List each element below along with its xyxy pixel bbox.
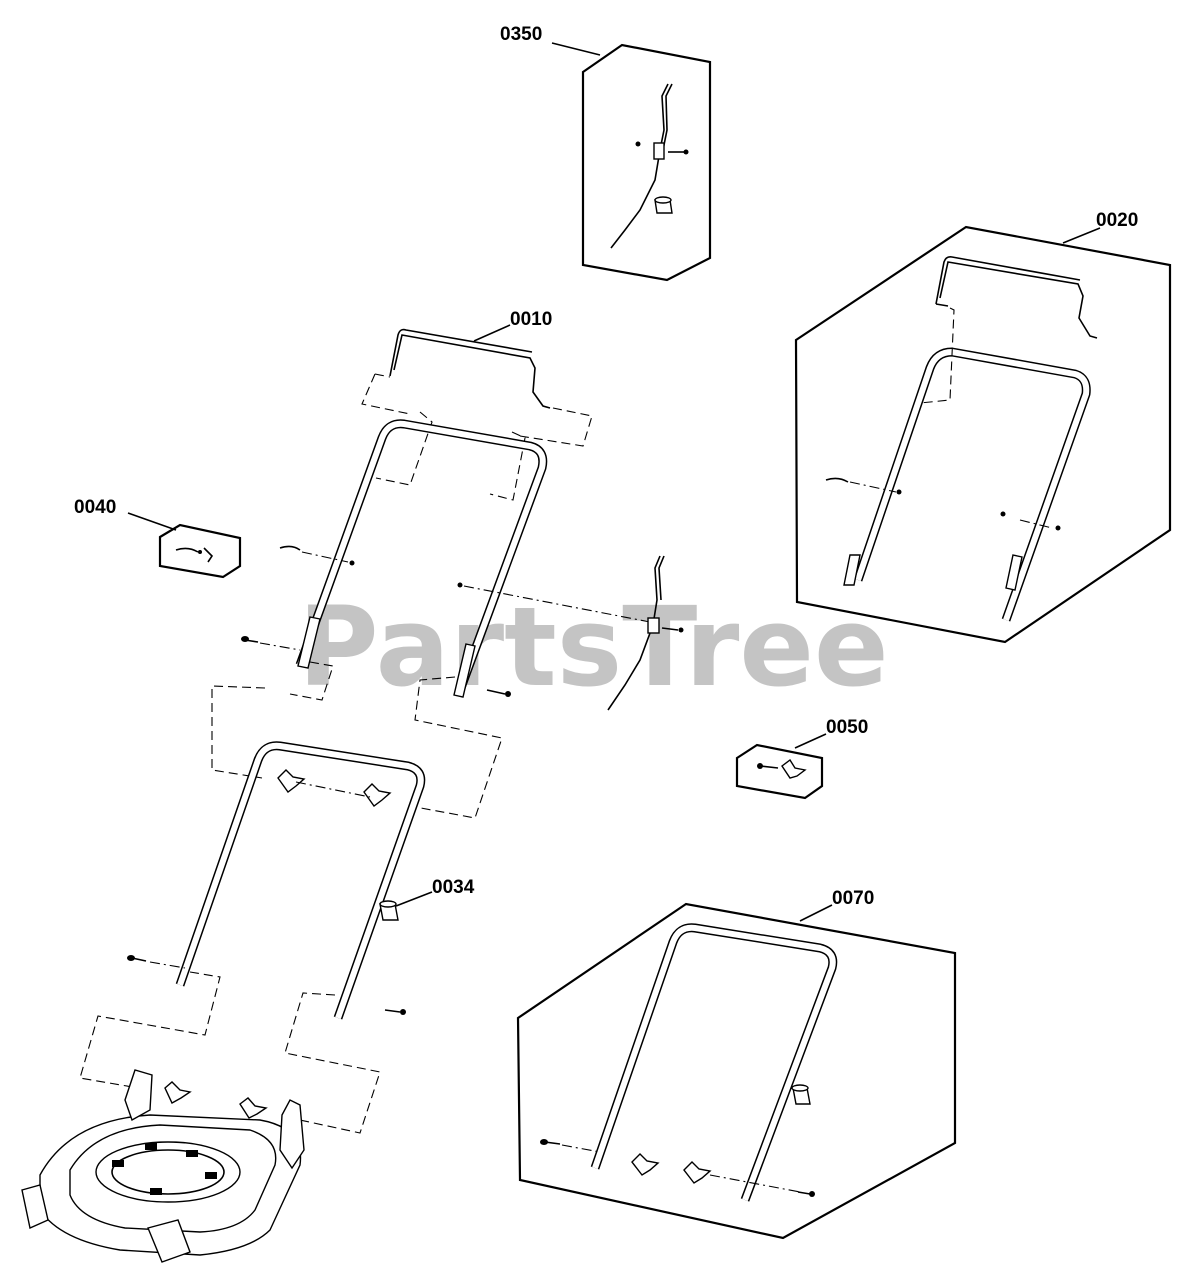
leader-0350 [551, 42, 601, 56]
callout-0350[interactable]: 0350 [500, 24, 542, 45]
kit-box-0070[interactable] [516, 902, 957, 1240]
leader-0010 [473, 324, 511, 342]
callout-0010[interactable]: 0010 [510, 309, 552, 330]
callout-0020[interactable]: 0020 [1096, 210, 1138, 231]
leader-0070 [799, 904, 833, 922]
lower-handle-assembly[interactable] [79, 661, 503, 1134]
callout-0034[interactable]: 0034 [432, 877, 475, 898]
upper-handle-assembly-0010[interactable] [241, 328, 651, 698]
kit-box-0020[interactable] [794, 225, 1172, 644]
callout-0040[interactable]: 0040 [74, 497, 116, 518]
leader-0040 [127, 512, 177, 531]
leader-0034 [395, 891, 433, 907]
kit-box-0050[interactable] [735, 743, 824, 800]
callout-0070[interactable]: 0070 [832, 888, 874, 909]
kit-box-0350[interactable] [581, 43, 712, 282]
callout-0050[interactable]: 0050 [826, 717, 868, 738]
mower-deck[interactable] [21, 1069, 305, 1263]
kit-box-0040[interactable] [158, 523, 242, 579]
watermark: PartsTree [298, 583, 889, 711]
leader-0020 [1062, 227, 1101, 244]
throttle-cable[interactable] [607, 555, 684, 711]
leader-0050 [794, 733, 827, 749]
